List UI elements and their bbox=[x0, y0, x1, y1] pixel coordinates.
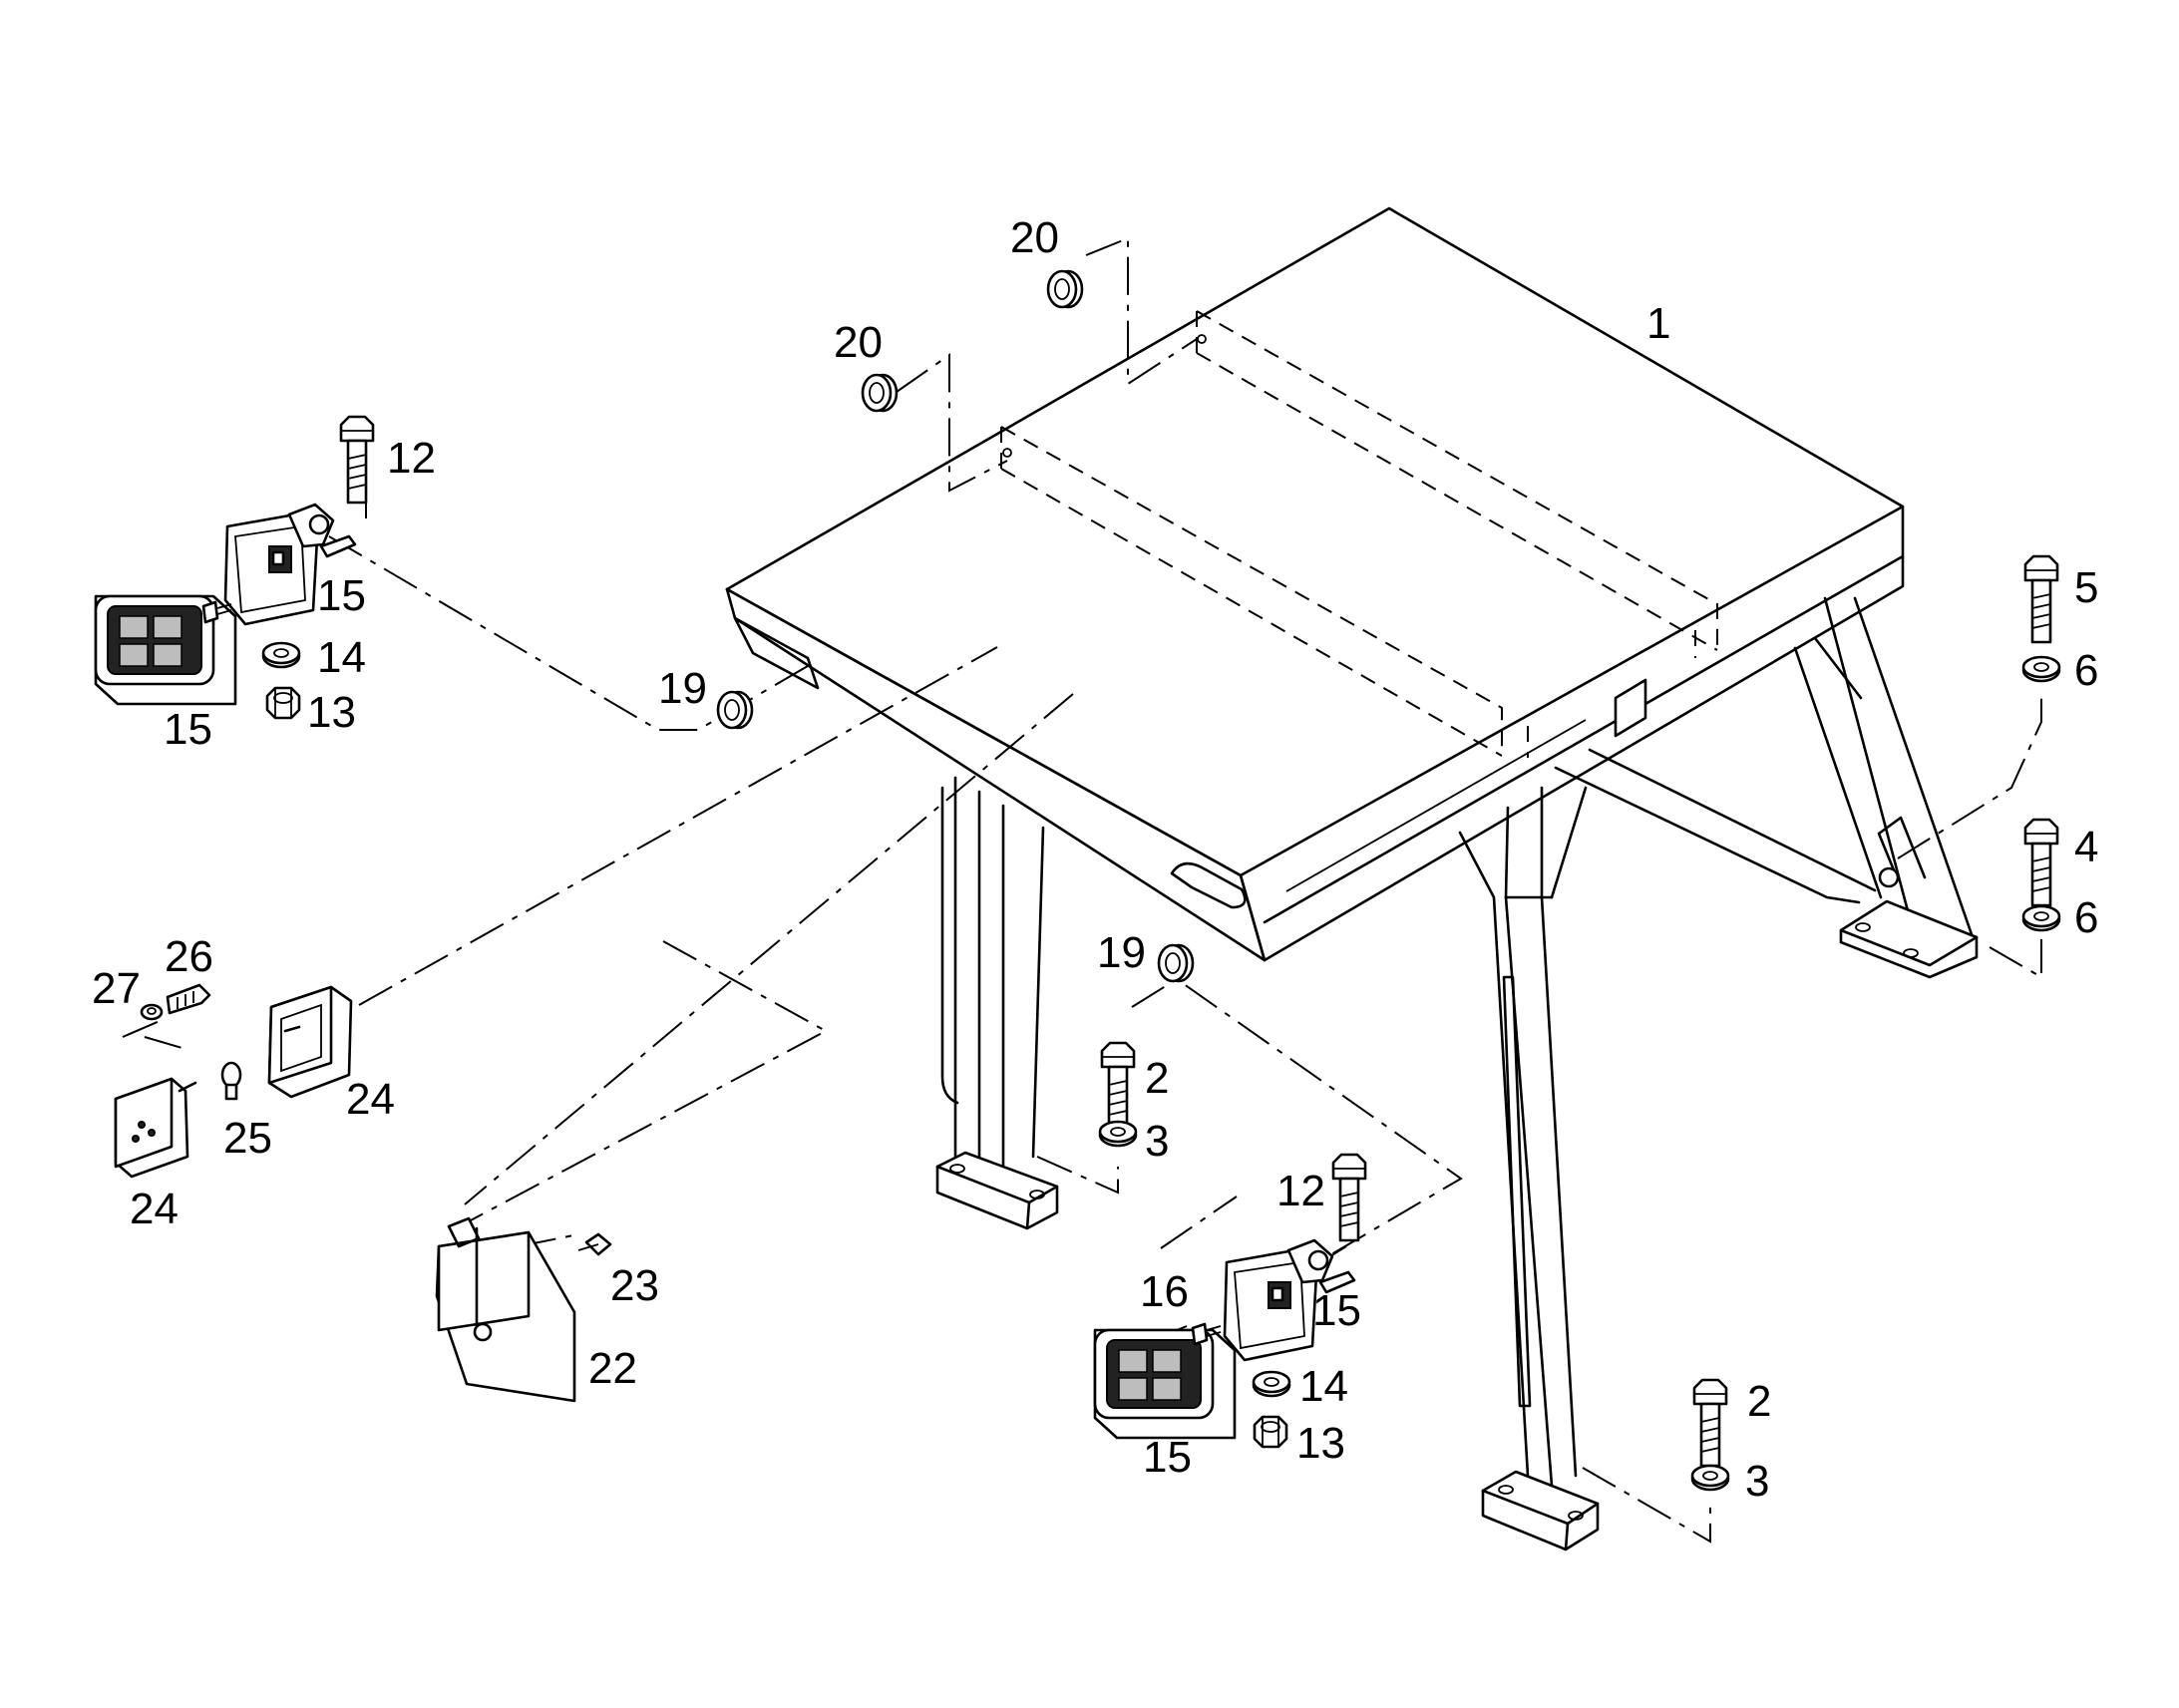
callout-15: 15 bbox=[317, 571, 366, 620]
front-left-post bbox=[935, 776, 1059, 1230]
washer-icon bbox=[261, 641, 301, 669]
hex-nut-icon bbox=[265, 686, 301, 720]
callout-2: 2 bbox=[1145, 1054, 1169, 1103]
callout-5: 5 bbox=[2074, 563, 2098, 612]
callout-6: 6 bbox=[2074, 893, 2098, 942]
callout-14: 14 bbox=[317, 633, 366, 682]
work-lamp-right bbox=[1093, 1238, 1356, 1440]
callout-14: 14 bbox=[1299, 1362, 1348, 1411]
callout-15: 15 bbox=[1143, 1433, 1192, 1482]
callout-20: 20 bbox=[1010, 213, 1059, 262]
grommet-icon bbox=[1046, 269, 1084, 309]
hex-bolt-icon bbox=[1100, 1041, 1136, 1131]
callout-3: 3 bbox=[1145, 1117, 1169, 1166]
callout-1: 1 bbox=[1646, 299, 1670, 348]
callout-13: 13 bbox=[307, 688, 356, 737]
hex-bolt-icon bbox=[339, 415, 375, 505]
grommet-icon bbox=[1157, 943, 1195, 983]
hex-bolt-icon bbox=[2023, 818, 2059, 907]
callout-24: 24 bbox=[346, 1075, 395, 1124]
grommet-icon bbox=[716, 690, 754, 730]
bulb-icon bbox=[220, 1061, 242, 1089]
callout-19: 19 bbox=[658, 664, 707, 713]
callout-13: 13 bbox=[1296, 1419, 1345, 1468]
callout-26: 26 bbox=[165, 932, 213, 981]
callout-16: 16 bbox=[1140, 1267, 1189, 1316]
work-lamp-icon bbox=[1093, 1328, 1237, 1440]
hex-bolt-icon bbox=[2023, 554, 2059, 644]
callout-15: 15 bbox=[1312, 1286, 1361, 1335]
callout-12: 12 bbox=[387, 434, 436, 483]
washer-icon bbox=[2021, 655, 2061, 683]
work-lamp-left bbox=[94, 503, 357, 706]
number-plate bbox=[435, 1216, 612, 1403]
callout-23: 23 bbox=[610, 1261, 659, 1310]
hex-bolt-icon bbox=[1331, 1153, 1367, 1242]
callout-22: 22 bbox=[588, 1344, 637, 1393]
callout-19: 19 bbox=[1097, 928, 1146, 977]
callout-6: 6 bbox=[2074, 646, 2098, 695]
tail-lamp-assembly bbox=[114, 983, 353, 1179]
washer-icon bbox=[1252, 1370, 1291, 1398]
callout-3: 3 bbox=[1745, 1457, 1769, 1506]
callout-12: 12 bbox=[1276, 1167, 1325, 1215]
hex-bolt-icon bbox=[1692, 1378, 1728, 1468]
roof-canopy bbox=[725, 206, 1905, 962]
front-right-post bbox=[1458, 786, 1600, 1551]
washer-icon bbox=[2021, 904, 2061, 932]
callout-27: 27 bbox=[92, 964, 141, 1013]
callout-15: 15 bbox=[164, 705, 212, 754]
washer-icon bbox=[1098, 1120, 1138, 1148]
washer-icon bbox=[1690, 1464, 1730, 1492]
callout-20: 20 bbox=[834, 318, 883, 367]
callout-25: 25 bbox=[223, 1114, 272, 1163]
rear-a-frame bbox=[1554, 596, 1979, 979]
grommet-icon bbox=[861, 373, 899, 413]
callout-24: 24 bbox=[130, 1185, 179, 1233]
callout-4: 4 bbox=[2074, 823, 2098, 871]
hex-nut-icon bbox=[1253, 1415, 1288, 1449]
callout-2: 2 bbox=[1747, 1377, 1771, 1426]
